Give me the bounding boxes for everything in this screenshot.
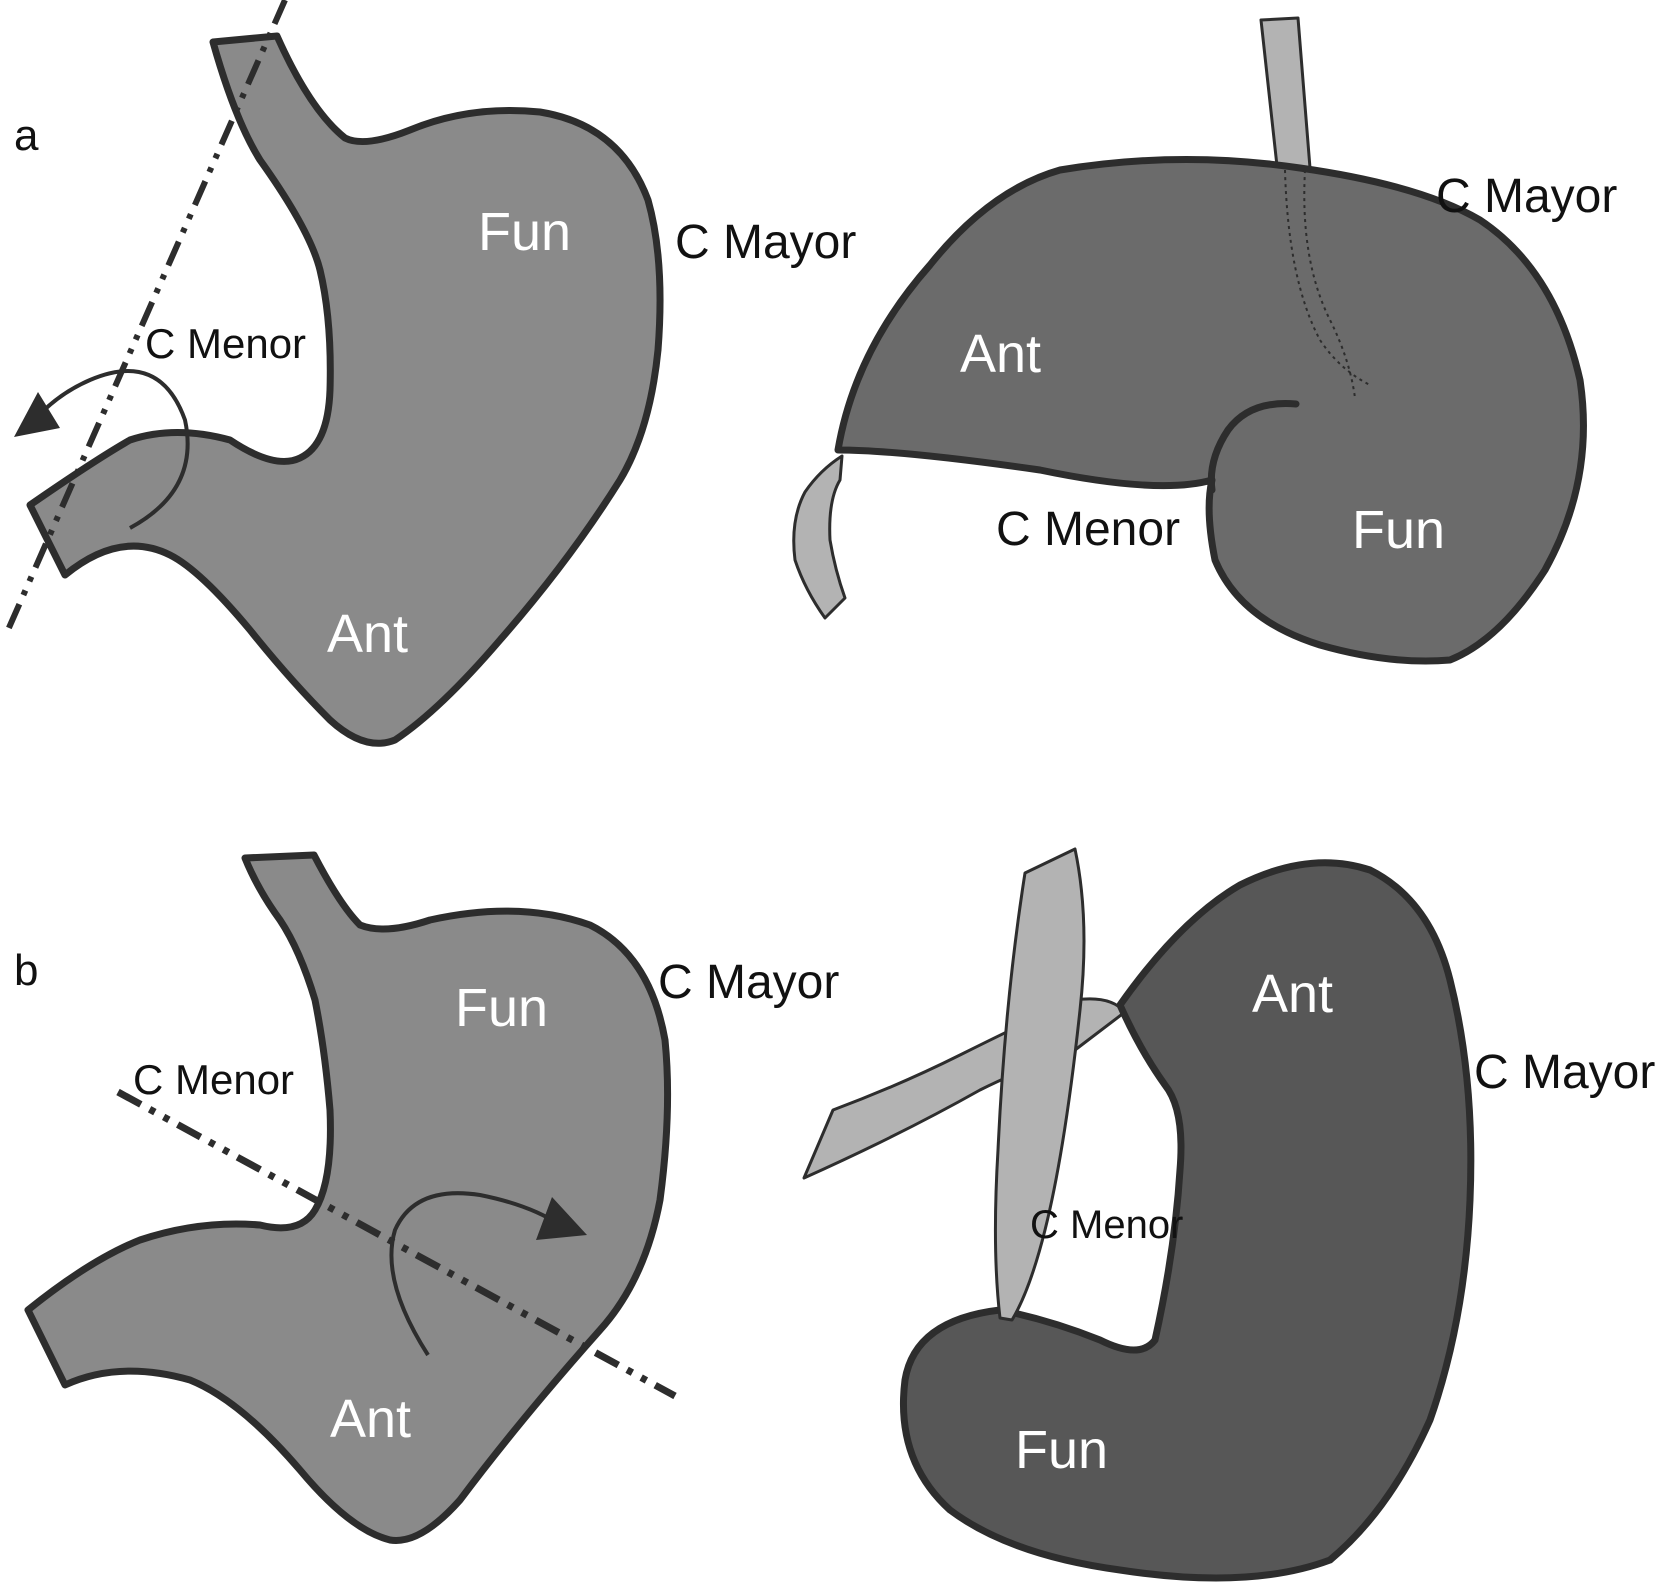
panel-b-right-lesser-curvature-label: C Menor bbox=[1030, 1203, 1183, 1247]
panel-b-left-greater-curvature-label: C Mayor bbox=[658, 956, 839, 1009]
panel-a-left-stomach-body bbox=[26, 32, 664, 747]
panel-b-label: b bbox=[14, 946, 38, 995]
panel-a-right-esophagus bbox=[1259, 16, 1312, 170]
panel-a-left-stomach: Fun Ant C Mayor C Menor bbox=[5, 0, 856, 747]
panel-b-left-arrowhead bbox=[536, 1197, 587, 1240]
panel-b: b Fun Ant C Mayor C Menor Ant Fun C Mayo… bbox=[14, 847, 1655, 1582]
panel-a-right-fundus-label: Fun bbox=[1352, 500, 1445, 560]
panel-a-left-greater-curvature-label: C Mayor bbox=[675, 216, 856, 269]
panel-a-left-antrum-label: Ant bbox=[327, 604, 408, 664]
panel-a-right-hidden-esophagus bbox=[1284, 169, 1371, 386]
panel-b-left-lesser-curvature-label: C Menor bbox=[133, 1056, 294, 1103]
panel-b-left-fundus-label: Fun bbox=[455, 978, 548, 1038]
panel-b-right-stomach-body bbox=[899, 859, 1475, 1582]
panel-a-left-lesser-curvature-label: C Menor bbox=[145, 320, 306, 367]
panel-a-right-stomach: Ant Fun C Mayor C Menor bbox=[792, 16, 1617, 665]
panel-b-left-stomach: Fun Ant C Mayor C Menor bbox=[24, 851, 839, 1544]
panel-b-left-stomach-body bbox=[24, 851, 672, 1544]
panel-a-right-stomach-body bbox=[834, 156, 1587, 665]
panel-a-right-fundus-fold bbox=[1207, 400, 1300, 494]
panel-b-left-rotation-arrow bbox=[389, 1191, 562, 1357]
panel-a: a Fun Ant C Mayor C Menor Ant bbox=[5, 0, 1617, 747]
panel-b-right-esophagus bbox=[993, 847, 1086, 1322]
panel-a-right-lesser-curvature-label: C Menor bbox=[996, 503, 1180, 556]
panel-a-right-greater-curvature-label: C Mayor bbox=[1436, 170, 1617, 223]
panel-b-right-greater-curvature-label: C Mayor bbox=[1474, 1046, 1655, 1099]
panel-b-right-antrum-label: Ant bbox=[1252, 964, 1333, 1024]
panel-a-left-fundus-label: Fun bbox=[478, 202, 571, 262]
panel-b-left-axis-line bbox=[116, 1088, 677, 1400]
panel-a-right-antrum-label: Ant bbox=[960, 324, 1041, 384]
panel-a-left-rotation-arrow bbox=[28, 369, 190, 530]
panel-b-right-stomach: Ant Fun C Mayor C Menor bbox=[802, 847, 1655, 1582]
panel-b-left-antrum-label: Ant bbox=[330, 1389, 411, 1449]
panel-b-right-fundus-label: Fun bbox=[1015, 1420, 1108, 1480]
panel-a-left-axis-line bbox=[5, 0, 288, 632]
panel-a-left-arrowhead bbox=[14, 392, 60, 437]
panel-a-right-hidden-esophagus-2 bbox=[1303, 169, 1356, 399]
panel-a-label: a bbox=[14, 111, 39, 160]
panel-a-right-duodenum bbox=[792, 454, 847, 620]
